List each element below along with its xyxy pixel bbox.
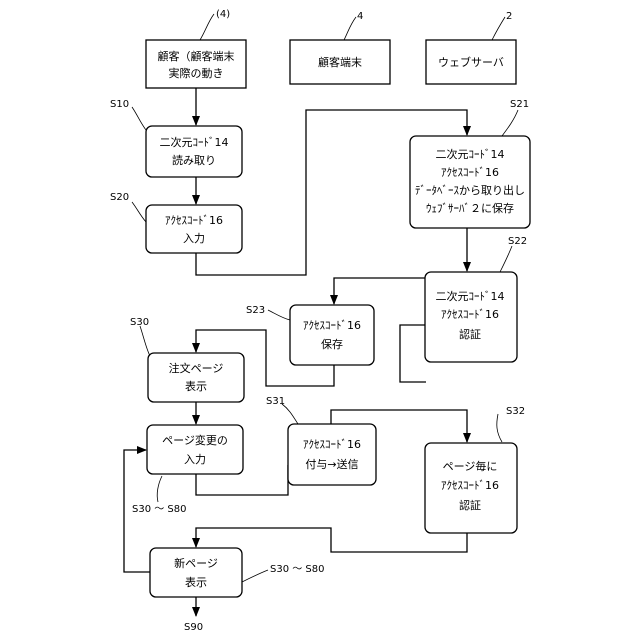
step-s10-label: S10 (110, 99, 129, 110)
step-s21-line1: 二次元ｺｰﾄﾞ14 (436, 147, 505, 161)
header-web-server-label: ウェブサーバ (438, 55, 504, 69)
step-s21-line4: ｳｪﾌﾞｻｰﾊﾞ２に保存 (426, 201, 514, 215)
step-s30-s80-display-line2: 表示 (185, 575, 207, 589)
step-s10-line2: 読み取り (172, 153, 216, 167)
step-s22-line2: ｱｸｾｽｺｰﾄﾞ16 (441, 308, 499, 321)
step-s30-s80-display-line1: 新ページ (174, 556, 218, 570)
header-customer-terminal: 4 顧客端末 (290, 11, 390, 84)
step-s22-line1: 二次元ｺｰﾄﾞ14 (436, 289, 505, 303)
step-s10-line1: 二次元ｺｰﾄﾞ14 (160, 135, 229, 149)
step-s22-label: S22 (508, 236, 527, 247)
step-s20-label: S20 (110, 192, 129, 203)
step-s30-line2: 表示 (185, 379, 207, 393)
step-s30-s80-input: ページ変更の 入力 S30 ～ S80 (132, 425, 243, 515)
step-s30-line1: 注文ページ (169, 361, 224, 375)
step-s30-s80-input-line2: 入力 (184, 453, 206, 466)
step-s20: S20 ｱｸｾｽｺｰﾄﾞ16 入力 (110, 192, 242, 253)
header-customer-actual: (4) 顧客（顧客端末 実際の動き (146, 9, 246, 88)
step-s20-line1: ｱｸｾｽｺｰﾄﾞ16 (165, 214, 223, 227)
step-s30-s80-input-line1: ページ変更の (162, 433, 228, 447)
header-customer-terminal-label: 顧客端末 (318, 55, 362, 69)
step-s30-label: S30 (130, 317, 149, 328)
step-s32-label: S32 (506, 406, 525, 417)
header-web-server: 2 ウェブサーバ (426, 11, 516, 84)
step-s23-line1: ｱｸｾｽｺｰﾄﾞ16 (303, 319, 361, 332)
step-s23-line2: 保存 (321, 337, 343, 351)
step-s90-label: S90 (184, 622, 203, 633)
step-s32-line3: 認証 (459, 498, 481, 512)
step-s21-line3: ﾃﾞｰﾀﾍﾞｰｽから取り出し (415, 183, 525, 197)
header-customer-terminal-ref: 4 (357, 11, 363, 22)
step-s10: S10 二次元ｺｰﾄﾞ14 読み取り (110, 99, 242, 177)
step-s31-line1: ｱｸｾｽｺｰﾄﾞ16 (303, 438, 361, 451)
step-s20-line2: 入力 (183, 232, 205, 245)
step-s32-line1: ページ毎に (443, 460, 498, 473)
step-s32-line2: ｱｸｾｽｺｰﾄﾞ16 (441, 479, 499, 492)
step-s30-s80-display: 新ページ 表示 S30 ～ S80 (150, 548, 325, 597)
step-s32: S32 ページ毎に ｱｸｾｽｺｰﾄﾞ16 認証 (425, 406, 525, 533)
step-s31-label: S31 (266, 396, 285, 407)
header-customer-actual-ref: (4) (216, 9, 230, 20)
header-customer-actual-line2: 実際の動き (169, 66, 224, 80)
step-s23-label: S23 (246, 305, 265, 316)
step-s22-line3: 認証 (459, 327, 481, 341)
step-s31-line2: 付与→送信 (305, 457, 358, 471)
header-web-server-ref: 2 (506, 11, 512, 22)
header-customer-actual-line1: 顧客（顧客端末 (158, 49, 235, 63)
step-s21-label: S21 (510, 99, 529, 110)
step-s22: S22 二次元ｺｰﾄﾞ14 ｱｸｾｽｺｰﾄﾞ16 認証 (425, 236, 527, 362)
step-s23: S23 ｱｸｾｽｺｰﾄﾞ16 保存 (246, 305, 374, 365)
step-s21-line2: ｱｸｾｽｺｰﾄﾞ16 (441, 166, 499, 179)
step-s30-s80-input-label: S30 ～ S80 (132, 504, 187, 515)
step-s21: S21 二次元ｺｰﾄﾞ14 ｱｸｾｽｺｰﾄﾞ16 ﾃﾞｰﾀﾍﾞｰｽから取り出し … (410, 99, 530, 228)
step-s30-s80-display-label: S30 ～ S80 (270, 564, 325, 575)
